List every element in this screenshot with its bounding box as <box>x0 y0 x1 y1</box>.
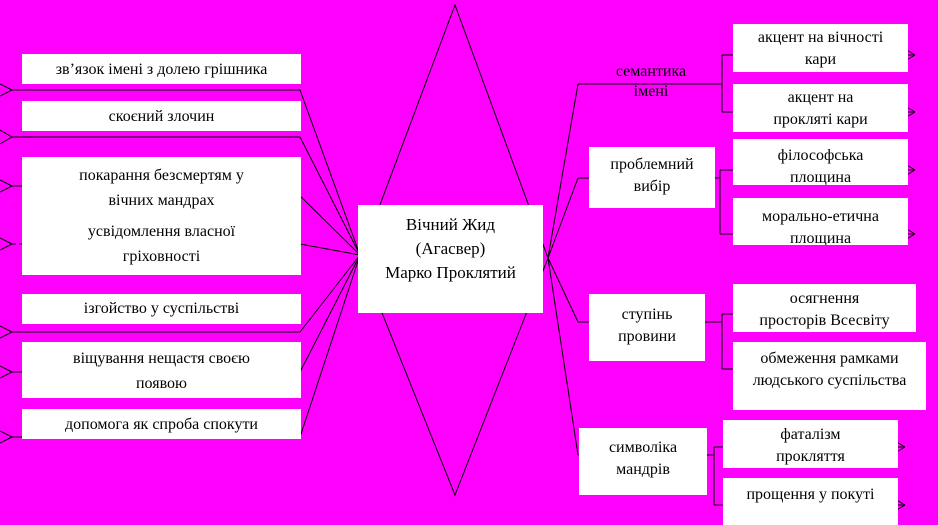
left-connector-2 <box>299 136 361 256</box>
left-node-text: гріховності <box>122 248 201 265</box>
left-arrow-2 <box>0 129 13 138</box>
left-connector-6 <box>299 254 361 373</box>
left-arrow-5 <box>0 325 13 333</box>
right-item-curse-accent: акцент на прокляті кари <box>733 84 908 132</box>
left-node-name-link: зв’язок імені з долею грішника <box>22 54 301 84</box>
left-connector-5 <box>299 254 361 333</box>
left-connector-1 <box>299 89 361 256</box>
right-item-eternity-accent: акцент на вічності кари <box>733 24 908 72</box>
center-node: Вічний Жид (Агасвер) Марко Проклятий <box>358 205 543 313</box>
right-category-guilt: ступінь провини <box>589 294 705 361</box>
item-text: прокляття <box>776 448 845 465</box>
category-label: ступінь <box>621 306 673 323</box>
left-connector-7 <box>299 254 361 438</box>
left-node-punishment: покарання безсмертям у вічних мандрах ус… <box>22 157 301 275</box>
item-text: просторів Всесвіту <box>759 312 890 329</box>
item-text: акцент на <box>787 89 854 106</box>
center-diamond-shape <box>359 3 549 497</box>
category-label: проблемний <box>610 156 694 173</box>
item-text: фаталізм <box>780 426 841 443</box>
left-node-text: вічних мандрах <box>108 192 215 209</box>
item-text: людського суспільства <box>752 372 907 389</box>
right-item-society: обмеження рамками людського суспільства <box>733 342 926 410</box>
left-node-text: допомога як спроба спокути <box>65 416 258 433</box>
left-arrow-4 <box>0 237 13 245</box>
item-text: морально-етична <box>762 208 879 225</box>
left-arrow-1 <box>0 83 13 91</box>
left-arrow-3 <box>0 179 13 187</box>
category-label: мандрів <box>616 461 670 478</box>
right-category-choice: проблемний вибір <box>589 147 715 208</box>
left-connector-4 <box>299 243 361 256</box>
center-name: Марко Проклятий <box>385 263 516 282</box>
left-arrow-7 <box>0 430 13 438</box>
left-node-outcast: ізгойство у суспільстві <box>22 294 301 324</box>
right-item-philosophical: філософська площина <box>733 139 908 185</box>
category-label: вибір <box>633 178 671 195</box>
left-node-text: усвідомлення власної <box>87 223 236 240</box>
left-node-text: покарання безсмертям у <box>79 167 244 184</box>
item-text: кари <box>804 51 837 68</box>
left-node-text: віщування нещастя своєю <box>73 350 250 367</box>
item-text: прокляті кари <box>773 111 868 128</box>
right-category-wandering: символіка мандрів <box>579 428 707 495</box>
right-item-fatalism: фаталізм прокляття <box>723 420 898 468</box>
item-text: площина <box>789 169 852 185</box>
left-node-atonement: допомога як спроба спокути <box>22 409 301 439</box>
item-text: філософська <box>777 147 864 164</box>
center-subtitle: (Агасвер) <box>415 239 486 258</box>
item-text: площина <box>789 230 852 245</box>
item-text: обмеження рамками <box>760 350 899 367</box>
right-item-universe: осягнення просторів Всесвіту <box>733 284 916 332</box>
right-connector-4 <box>547 257 579 456</box>
right-connector-2 <box>547 177 579 259</box>
left-arrow-6 <box>0 365 13 373</box>
item-text: осягнення <box>789 290 860 307</box>
left-node-omen: віщування нещастя своєю появою <box>22 342 301 398</box>
left-node-crime: скоєний злочин <box>22 101 301 131</box>
left-node-text: появою <box>135 375 187 392</box>
left-node-text: зв’язок імені з долею грішника <box>55 61 268 78</box>
left-node-text: ізгойство у суспільстві <box>83 300 240 317</box>
right-item-moral-ethical: морально-етична площина <box>733 198 908 245</box>
right-connector-3 <box>547 257 579 323</box>
category-label: імені <box>633 83 669 100</box>
right-category-semantics: семантика імені <box>580 62 722 102</box>
category-label: символіка <box>608 439 678 456</box>
right-connector-1 <box>547 83 579 259</box>
center-title: Вічний Жид <box>405 215 496 234</box>
left-connector-3 <box>289 185 361 256</box>
item-text: акцент на вічності <box>757 29 884 46</box>
left-node-text: скоєний злочин <box>108 108 215 125</box>
item-text: прощення у покуті <box>746 486 875 503</box>
category-label: провини <box>618 328 676 345</box>
category-label: семантика <box>615 63 687 80</box>
right-item-forgiveness: прощення у покуті <box>723 478 898 525</box>
